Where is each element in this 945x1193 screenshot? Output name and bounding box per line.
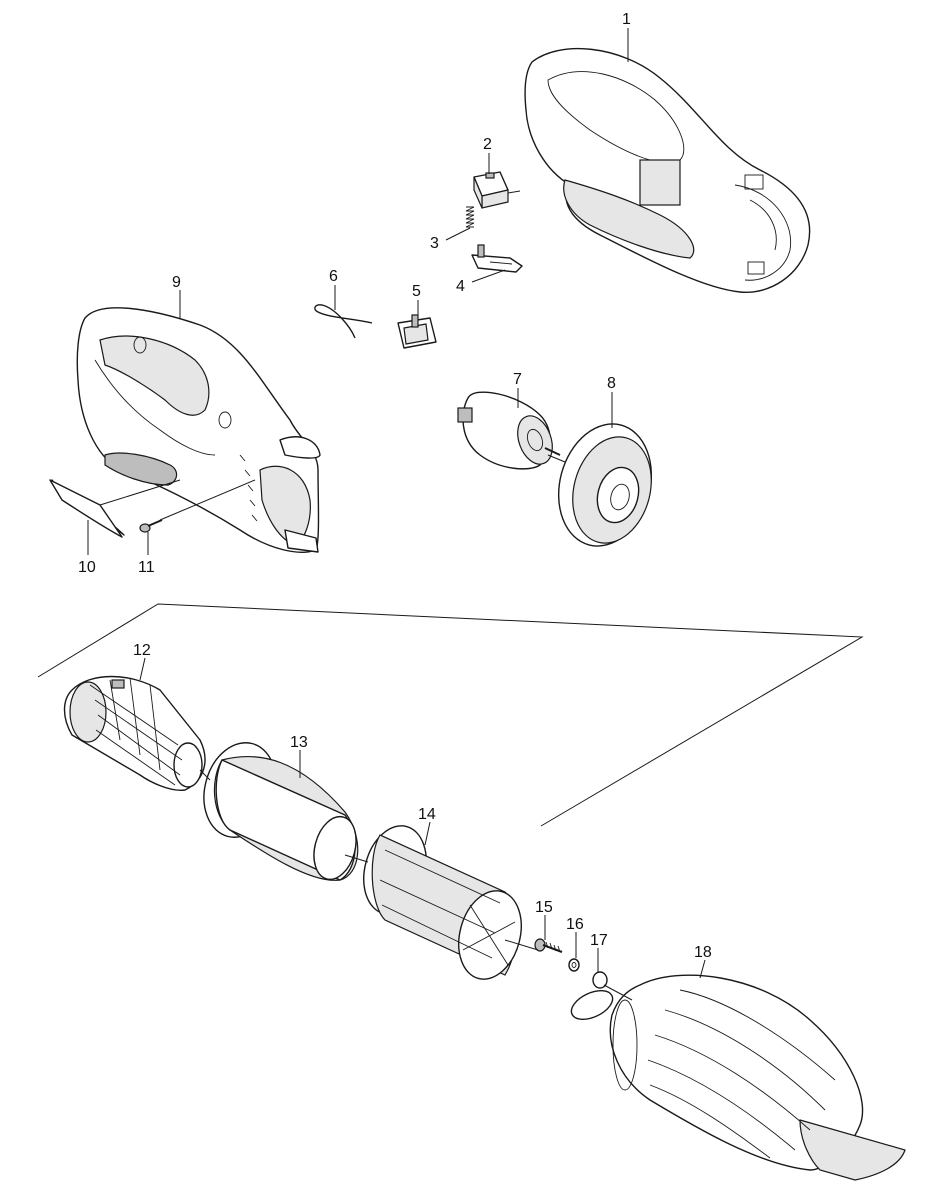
callout-1: 1: [622, 11, 631, 28]
callout-2: 2: [483, 136, 492, 153]
callout-12: 12: [133, 642, 151, 659]
callout-17: 17: [590, 932, 608, 949]
part-5-switch-block: [397, 314, 437, 349]
callout-7: 7: [513, 371, 522, 388]
part-15-screw: [534, 938, 563, 953]
part-14-cylinder-filter: [363, 825, 522, 980]
part-17-seal: [570, 971, 614, 1021]
callout-8: 8: [607, 375, 616, 392]
callout-10: 10: [78, 559, 96, 576]
callout-labels: 1 2 3 4 5 6 7 8 9 10 11 12 13 14 15 16 1…: [78, 11, 712, 961]
part-13-cone-filter: [203, 742, 359, 881]
callout-11: 11: [138, 559, 155, 576]
callout-18: 18: [694, 944, 712, 961]
part-6-wire-clip: [314, 304, 373, 339]
part-2-switch: [473, 171, 521, 209]
part-16-washer: [568, 958, 580, 972]
callout-14: 14: [418, 806, 436, 823]
part-9-handle-housing: [76, 307, 321, 553]
callout-16: 16: [566, 916, 584, 933]
part-1-housing: [524, 47, 811, 293]
part-3-spring: [465, 206, 475, 228]
part-7-motor: [457, 391, 561, 470]
callout-15: 15: [535, 899, 553, 916]
callout-3: 3: [430, 235, 439, 252]
part-10-label: [49, 479, 125, 538]
callout-6: 6: [329, 268, 338, 285]
callout-9: 9: [172, 274, 181, 291]
part-18-nozzle: [609, 974, 906, 1181]
part-11-screw: [139, 519, 163, 533]
assembly-outline: [37, 603, 864, 827]
part-12-filter-cage: [63, 675, 206, 791]
callout-5: 5: [412, 283, 421, 300]
part-8-fan: [557, 423, 653, 547]
callout-13: 13: [290, 734, 308, 751]
leader-lines: [87, 28, 706, 1001]
part-4-lever: [471, 244, 523, 273]
callout-4: 4: [456, 278, 465, 295]
